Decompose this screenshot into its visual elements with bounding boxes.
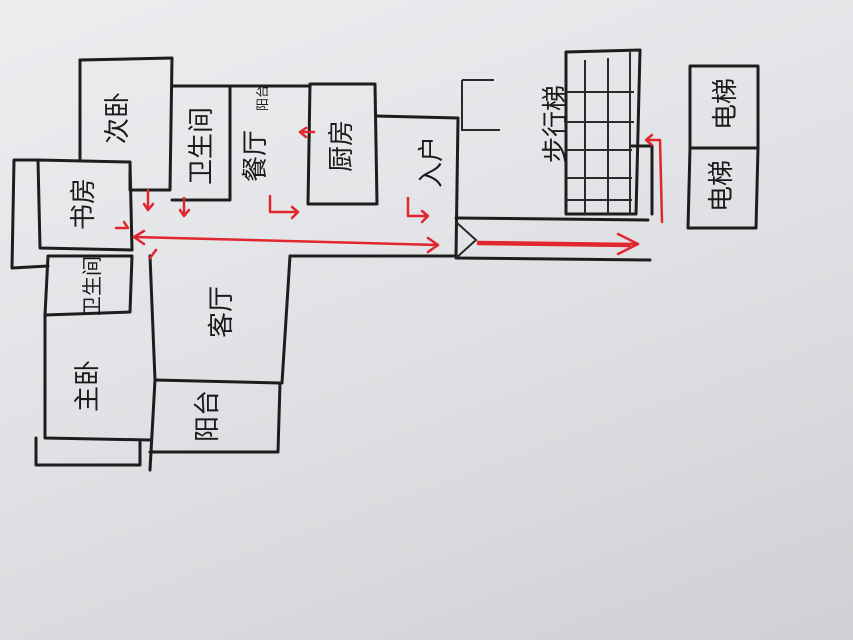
elevator-left-label: 电梯 [707,159,737,213]
walls [10,48,760,472]
balcony-large-label: 阳台 [193,389,223,443]
elevator-right-label: 电梯 [711,77,741,131]
study-label: 书房 [69,177,99,231]
entrance-label: 入户 [417,135,447,189]
second-bedroom-label: 次卧 [103,91,133,145]
dining-room-label: 餐厅 [241,129,271,183]
balcony-small-label: 阳台 [256,84,271,112]
bathroom-master-label: 卫生间 [80,256,104,316]
master-bedroom-label: 主卧 [73,359,103,413]
stairs-label: 步行梯 [541,84,571,164]
route-arrows [114,126,664,260]
living-room-label: 客厅 [207,285,237,339]
bathroom-upper-label: 卫生间 [187,106,217,186]
kitchen-label: 厨房 [327,119,357,173]
